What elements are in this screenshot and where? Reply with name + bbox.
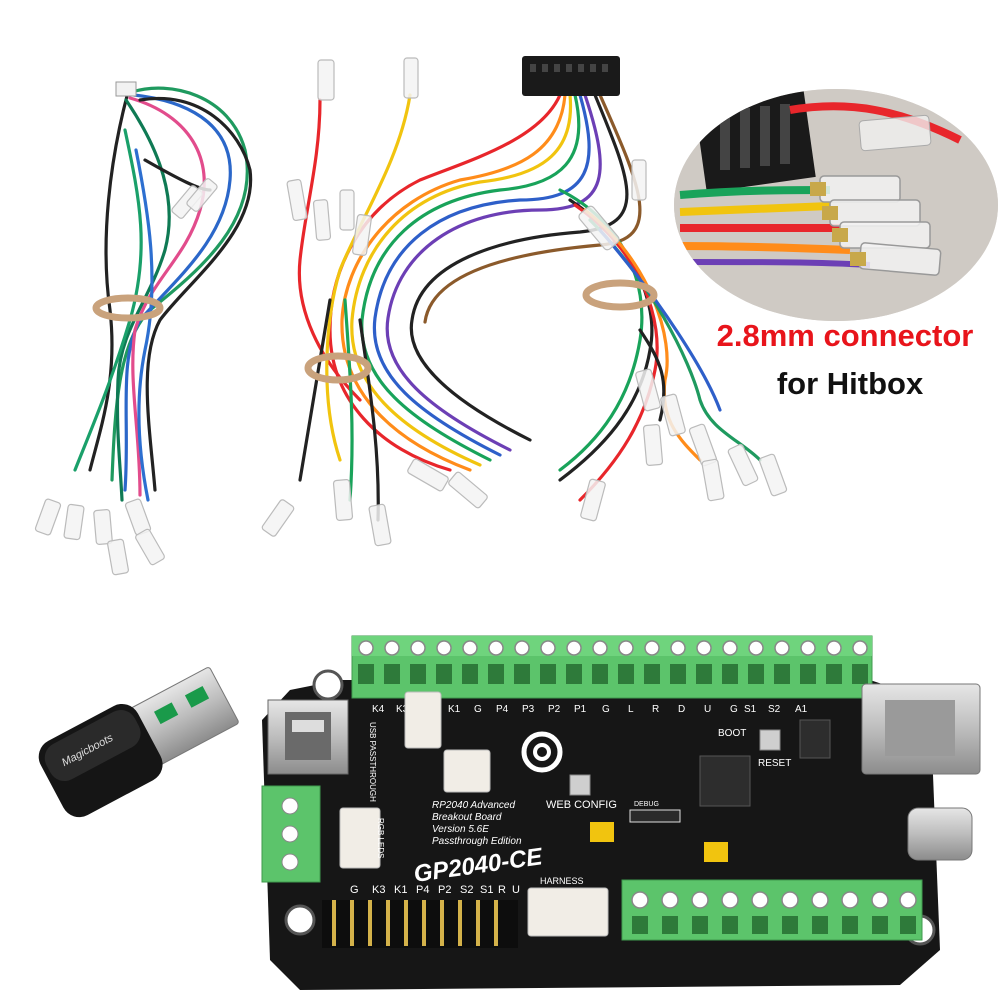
harness-label: HARNESS	[540, 876, 584, 886]
pin-label: S1	[480, 884, 493, 896]
pin-label: P2	[438, 884, 451, 896]
description-line: RP2040 Advanced	[432, 800, 515, 811]
pin-label: K3	[396, 704, 409, 715]
pin-label: D	[678, 704, 685, 715]
rubber-band	[92, 294, 164, 322]
pin-label: S2	[768, 704, 781, 715]
bottom-pin-labels: G K3 K1 P4 P2 S2 S1 R U	[350, 884, 520, 896]
usb-a-port	[267, 699, 349, 775]
debug-header	[629, 809, 681, 823]
pin-label: P3	[522, 704, 535, 715]
small-harness-terminals	[34, 178, 218, 576]
pin-label: P4	[416, 884, 429, 896]
pin-label: P2	[548, 704, 561, 715]
usb-b-port	[861, 683, 981, 775]
pin-label: S2	[460, 884, 473, 896]
rubber-band	[582, 279, 658, 311]
pin-label: G	[350, 884, 359, 896]
description-line: Version 5.6E	[432, 824, 489, 835]
description-line: Breakout Board	[432, 812, 502, 823]
yellow-switch	[590, 822, 614, 842]
boot-reset-buttons	[759, 729, 781, 751]
reset-label: RESET	[758, 758, 791, 769]
small-wire-harness	[73, 86, 253, 502]
yellow-switch	[704, 842, 728, 862]
pin-label: U	[512, 884, 520, 896]
description-line: Passthrough Edition	[432, 836, 522, 847]
flash-chip	[799, 719, 831, 759]
small-harness-plug	[115, 81, 137, 97]
top-terminal-block	[351, 635, 873, 699]
pin-label: K4	[372, 704, 385, 715]
pin-label: G	[602, 704, 610, 715]
rp2040-chip	[699, 755, 751, 807]
pin-label: U	[704, 704, 711, 715]
jst-connectors	[339, 691, 609, 937]
web-config-button	[569, 774, 591, 796]
ribbon-connector-pins	[530, 64, 608, 72]
pin-label: A1	[795, 704, 808, 715]
large-harness-terminals	[261, 57, 788, 547]
ribbon-connector	[522, 56, 620, 96]
pin-label: S1	[744, 704, 757, 715]
gear-logo-icon	[521, 731, 563, 773]
left-terminal-block	[261, 785, 321, 883]
bottom-terminal-block	[621, 879, 923, 941]
board-description: RP2040 Advanced Breakout Board Version 5…	[432, 800, 522, 847]
boot-label: BOOT	[718, 728, 746, 739]
rgb-leds-label: RGB LEDS	[376, 818, 385, 858]
pin-label: G	[730, 704, 738, 715]
pin-label: P4	[496, 704, 509, 715]
connector-callout-title: 2.8mm connector	[716, 318, 974, 353]
usb-dongle: Magicboots	[38, 667, 239, 818]
connector-callout-subtitle: for Hitbox	[776, 366, 924, 401]
debug-label: DEBUG	[634, 801, 659, 808]
rubber-band	[304, 352, 372, 384]
pin-label: R	[652, 704, 659, 715]
pin-label: K1	[394, 884, 407, 896]
connector-zoom-inset	[674, 89, 998, 321]
top-pin-labels: K4 K3 K1 G P4 P3 P2 P1 G L R D U G S1 S2…	[372, 704, 808, 715]
pin-header	[322, 900, 518, 948]
large-wire-harness	[297, 93, 762, 522]
pin-label: R	[498, 884, 506, 896]
pin-label: L	[628, 704, 634, 715]
usb-passthrough-label: USB PASSTHROUGH	[368, 722, 377, 802]
pin-label: P1	[574, 704, 587, 715]
pin-label: K3	[372, 884, 385, 896]
gp2040-pcb: K4 K3 K1 G P4 P3 P2 P1 G L R D U G S1 S2…	[261, 635, 981, 990]
usb-c-port	[907, 807, 973, 861]
web-config-label: WEB CONFIG	[546, 799, 617, 811]
pin-label: G	[474, 704, 482, 715]
pin-label: K1	[448, 704, 461, 715]
